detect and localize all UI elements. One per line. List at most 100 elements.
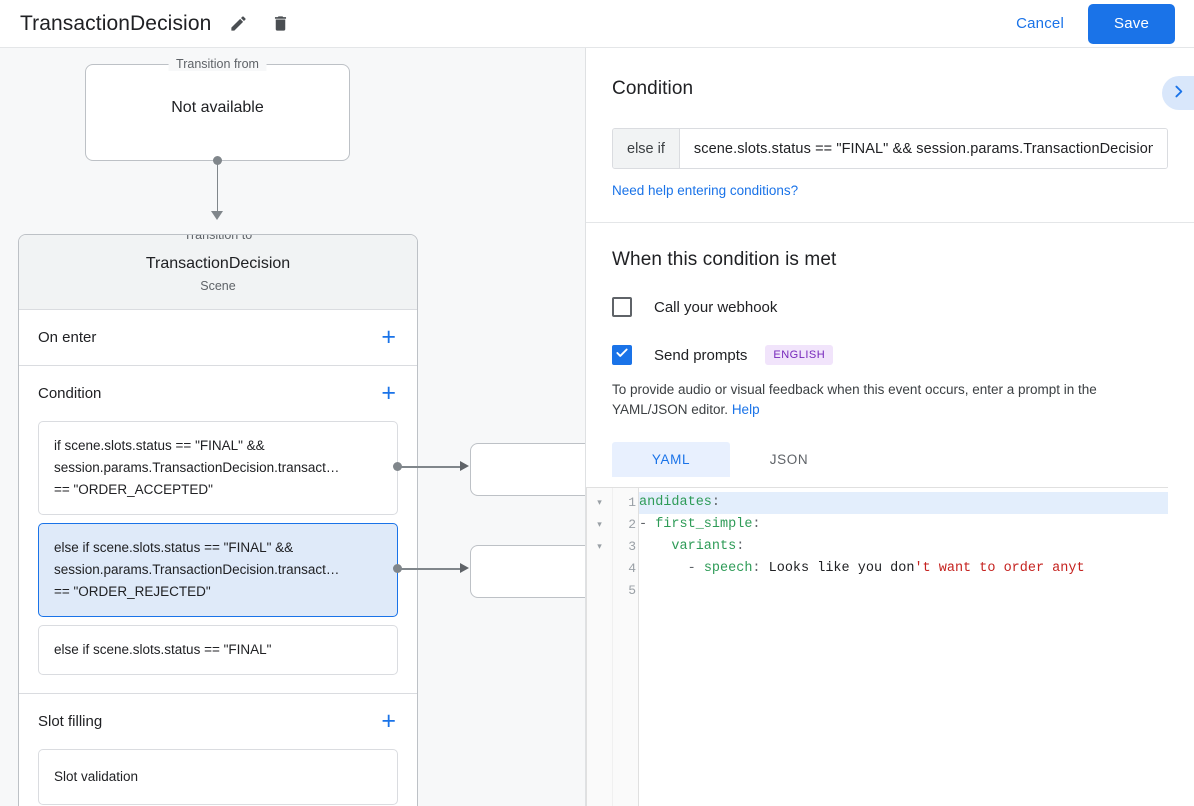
connector-arrow: [460, 563, 469, 573]
condition-item-accepted[interactable]: if scene.slots.status == "FINAL" && sess…: [38, 421, 398, 515]
code-line[interactable]: variants:: [639, 536, 1168, 558]
page-title: TransactionDecision: [20, 11, 212, 35]
send-prompts-checkbox[interactable]: [612, 345, 632, 365]
code-token: [639, 539, 671, 554]
call-webhook-label: Call your webhook: [654, 298, 778, 316]
scene-card: Transition to TransactionDecision Scene …: [18, 234, 418, 806]
code-line-number: 1: [628, 495, 636, 510]
prompts-help-link[interactable]: Help: [731, 402, 760, 417]
add-slot-filling-button[interactable]: +: [381, 707, 396, 735]
code-token: :: [736, 539, 745, 554]
code-token: 't want to order anyt: [914, 561, 1085, 576]
tab-yaml[interactable]: YAML: [612, 442, 730, 477]
condition-help-link[interactable]: Need help entering conditions?: [612, 183, 799, 198]
scene-name: TransactionDecision: [145, 255, 291, 272]
code-token: -: [639, 517, 656, 532]
main-content: Transition from Not available Transition…: [0, 48, 1194, 806]
add-condition-button[interactable]: +: [381, 379, 396, 407]
code-token: :: [752, 517, 761, 532]
section-condition: Condition + if scene.slots.status == "FI…: [19, 366, 417, 694]
panel-header-area: Condition else if Need help entering con…: [586, 48, 1194, 200]
code-line[interactable]: andidates:: [639, 492, 1168, 514]
slot-validation-label: Slot validation: [54, 769, 139, 784]
save-button[interactable]: Save: [1088, 3, 1175, 44]
condition-prefix-label: else if: [613, 129, 680, 168]
code-fold-toggle[interactable]: ▾: [597, 498, 602, 508]
code-token: speech: [703, 561, 753, 576]
top-app-bar: TransactionDecision Cancel Save: [0, 0, 1194, 48]
code-token: -: [639, 561, 704, 576]
panel-title: Condition: [612, 78, 694, 99]
condition-detail-panel: Condition else if Need help entering con…: [586, 48, 1194, 806]
flow-canvas[interactable]: Transition from Not available Transition…: [0, 48, 586, 806]
connector-line: [398, 466, 462, 468]
connector-line: [398, 568, 462, 570]
section-header: Slot filling +: [38, 694, 398, 749]
section-title: On enter: [38, 329, 97, 346]
pencil-icon: [229, 14, 248, 33]
transition-from-title: Not available: [171, 99, 264, 116]
target-node-rejected[interactable]: [470, 545, 585, 598]
condition-line: == "ORDER_ACCEPTED": [54, 482, 213, 497]
condition-line: session.params.TransactionDecision.trans…: [54, 562, 340, 577]
trash-icon: [271, 14, 290, 33]
connector-line: [216, 161, 218, 214]
condition-item-final[interactable]: else if scene.slots.status == "FINAL": [38, 625, 398, 675]
add-on-enter-button[interactable]: +: [381, 323, 396, 351]
connector-arrow: [460, 461, 469, 471]
code-token: andidates: [639, 495, 712, 510]
condition-line: else if scene.slots.status == "FINAL" &&: [54, 540, 294, 555]
code-fold-gutter[interactable]: ▾ ▾ ▾: [587, 488, 613, 806]
delete-button[interactable]: [265, 9, 295, 39]
edit-button[interactable]: [223, 9, 253, 39]
when-condition-met-area: When this condition is met Call your web…: [586, 223, 1194, 477]
code-line[interactable]: [639, 580, 1168, 602]
code-token: variants: [671, 539, 737, 554]
tab-json[interactable]: JSON: [730, 442, 848, 477]
code-fold-toggle: [587, 558, 612, 580]
code-fold-toggle[interactable]: ▾: [597, 520, 602, 530]
connector-dot: [213, 156, 222, 165]
code-fold-toggle: [587, 580, 612, 602]
target-node-accepted[interactable]: [470, 443, 585, 496]
collapse-panel-button[interactable]: [1162, 76, 1194, 110]
code-content-area[interactable]: andidates:- first_simple: variants: - sp…: [639, 488, 1168, 806]
condition-item-rejected[interactable]: else if scene.slots.status == "FINAL" &&…: [38, 523, 398, 617]
prompts-description-text: To provide audio or visual feedback when…: [612, 382, 1097, 417]
code-token: :: [711, 495, 721, 510]
section-header: On enter +: [38, 310, 398, 365]
condition-expression-input[interactable]: [679, 129, 1167, 168]
transition-from-legend: Transition from: [168, 57, 267, 71]
condition-line: if scene.slots.status == "FINAL" &&: [54, 438, 265, 453]
prompts-description: To provide audio or visual feedback when…: [612, 380, 1168, 420]
code-line-number: 5: [628, 583, 636, 598]
slot-validation-item[interactable]: Slot validation: [38, 749, 398, 805]
code-line[interactable]: - first_simple:: [639, 514, 1168, 536]
transition-to-legend: Transition to: [175, 235, 261, 242]
code-token: :: [752, 561, 769, 576]
scene-card-header[interactable]: Transition to TransactionDecision Scene: [19, 235, 417, 310]
language-badge: ENGLISH: [765, 345, 834, 365]
transition-from-node[interactable]: Transition from Not available: [85, 57, 350, 161]
connector-arrow: [211, 211, 223, 220]
panel-divider: [586, 222, 1194, 223]
chevron-right-icon: [1170, 83, 1187, 103]
code-line-number: 2: [628, 517, 636, 532]
cancel-button[interactable]: Cancel: [1002, 7, 1078, 40]
section-header: Condition +: [38, 366, 398, 421]
call-webhook-checkbox[interactable]: [612, 297, 632, 317]
section-title: Condition: [38, 385, 102, 402]
when-condition-met-title: When this condition is met: [612, 249, 837, 270]
code-token: first_simple: [655, 517, 753, 532]
scene-type: Scene: [200, 279, 236, 293]
code-fold-toggle[interactable]: ▾: [597, 542, 602, 552]
condition-line: else if scene.slots.status == "FINAL": [54, 642, 272, 657]
send-prompts-row: Send prompts ENGLISH: [612, 345, 1168, 365]
code-line[interactable]: - speech: Looks like you don't want to o…: [639, 558, 1168, 580]
section-on-enter: On enter +: [19, 310, 417, 366]
section-slot-filling: Slot filling + Slot validation: [19, 694, 417, 806]
editor-format-tabs: YAML JSON: [612, 442, 1168, 477]
section-title: Slot filling: [38, 713, 103, 730]
